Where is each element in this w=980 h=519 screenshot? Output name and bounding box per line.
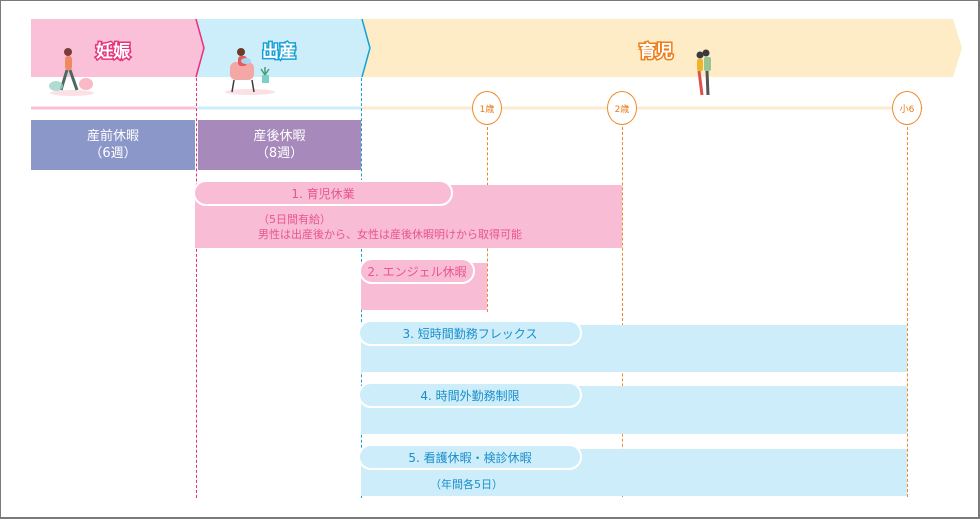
postnatal-leave-box: 産後休暇 （8週） (198, 120, 361, 170)
childcare-leave-note-paid: （5日間有給） (258, 213, 331, 226)
postnatal-leave-duration: （8週） (255, 146, 304, 161)
phase-arrow-childcare (362, 19, 962, 77)
phase-label-pregnancy: 妊娠 (95, 41, 132, 64)
couple-with-baby-icon (696, 49, 711, 96)
pregnant-woman-icon (49, 48, 94, 96)
prenatal-leave-box: 産前休暇 （6週） (31, 120, 195, 170)
milestone-grade-6: 小6 (892, 91, 922, 125)
phase-arrows (31, 18, 962, 112)
program-pill-nursing-leave: 5. 看護休暇・検診休暇 (358, 444, 582, 470)
milestone-age-1: 1歳 (472, 91, 502, 125)
program-pill-childcare-leave: 1. 育児休業 (193, 180, 453, 206)
program-pill-overtime-limit: 4. 時間外勤務制限 (358, 382, 582, 408)
milestone-line-3 (907, 122, 908, 497)
milestone-line-2 (622, 122, 623, 497)
phase-arrow-pregnancy (31, 19, 204, 77)
phase-label-birth: 出産 (261, 41, 298, 64)
milestone-age-2: 2歳 (607, 91, 637, 125)
nursing-leave-note: （年間各5日） (430, 478, 503, 491)
program-pill-angel-leave: 2. エンジェル休暇 (359, 258, 475, 284)
postnatal-leave-label: 産後休暇 (253, 129, 306, 144)
phase-label-childcare: 育児 (638, 41, 675, 64)
program-pill-short-time-flex: 3. 短時間勤務フレックス (358, 320, 582, 346)
childcare-leave-note-eligibility: 男性は出産後から、女性は産後休暇明けから取得可能 (258, 228, 522, 241)
mother-with-baby-icon (225, 48, 275, 95)
prenatal-leave-duration: （6週） (89, 146, 137, 161)
birth-divider-line (196, 78, 197, 498)
prenatal-leave-label: 産前休暇 (86, 129, 139, 144)
